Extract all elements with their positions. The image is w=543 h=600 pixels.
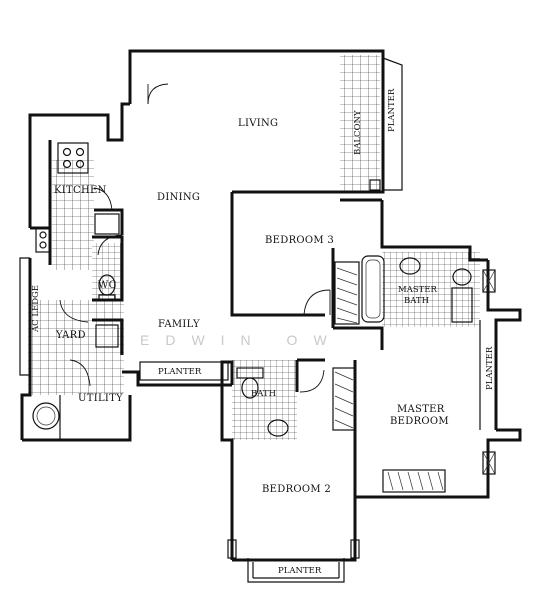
- label-wc: WC: [98, 280, 117, 291]
- watermark-text: EDWIN OW: [140, 332, 343, 348]
- label-balcony: BALCONY: [353, 110, 363, 155]
- label-bedroom-2: BEDROOM 2: [262, 484, 331, 495]
- label-utility: UTILITY: [78, 393, 123, 404]
- bath-tiles: [232, 360, 297, 440]
- label-planter-right: PLANTER: [485, 346, 495, 390]
- label-living: LIVING: [238, 118, 278, 129]
- kitchen-tiles: [52, 160, 94, 270]
- label-master-bedroom: MASTER: [397, 404, 445, 415]
- label-bath: BATH: [251, 389, 276, 399]
- balcony-tiles: [340, 55, 380, 192]
- label-family: FAMILY: [158, 319, 200, 330]
- label-master-bath: MASTER: [398, 285, 438, 295]
- doors: [59, 83, 331, 393]
- label-master-bedroom-2: BEDROOM: [390, 416, 449, 427]
- label-master-bath-2: BATH: [404, 296, 429, 306]
- label-yard: YARD: [55, 330, 86, 341]
- label-dining: DINING: [157, 192, 200, 203]
- label-planter-middle: PLANTER: [158, 367, 202, 377]
- label-planter-bottom: PLANTER: [278, 566, 322, 576]
- label-bedroom-3: BEDROOM 3: [265, 235, 334, 246]
- label-ac-ledge: AC LEDGE: [31, 285, 41, 333]
- label-kitchen: KITCHEN: [54, 185, 107, 196]
- fixtures: [32, 142, 496, 559]
- wc-tiles: [92, 243, 122, 303]
- label-planter-top: PLANTER: [387, 88, 397, 132]
- master-bath-tiles: [382, 252, 480, 327]
- walls: [19, 49, 522, 583]
